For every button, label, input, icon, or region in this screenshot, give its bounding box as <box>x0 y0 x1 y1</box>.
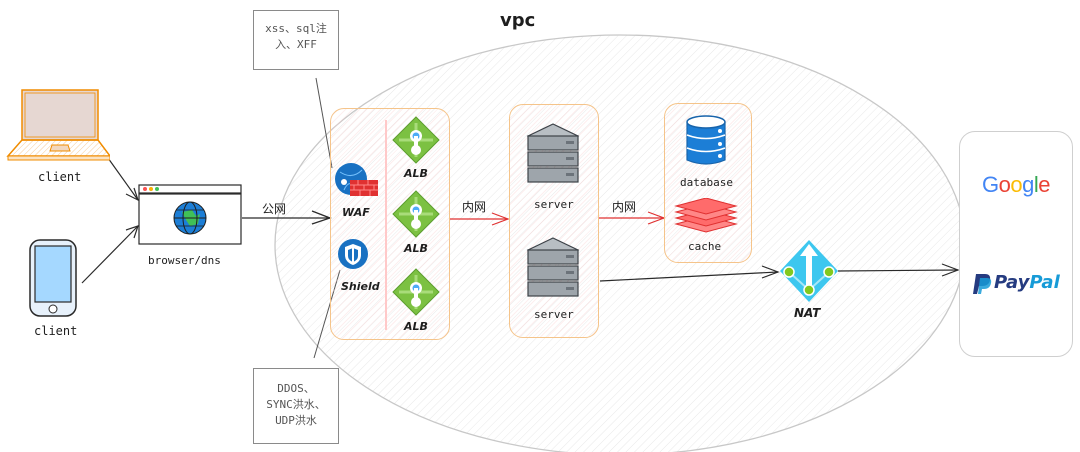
paypal-text-pay: Pay <box>994 272 1030 293</box>
client-phone-label: client <box>34 324 78 338</box>
browser-label: browser/dns <box>148 254 221 267</box>
alb-node-1[interactable] <box>392 116 440 164</box>
cache-node[interactable] <box>674 197 738 234</box>
nat-icon <box>780 240 838 302</box>
server-label-2: server <box>534 308 574 321</box>
external-services <box>959 131 1073 357</box>
waf-node[interactable] <box>334 162 378 196</box>
paypal-text-pal: Pal <box>1029 272 1060 293</box>
database-node[interactable] <box>684 114 728 168</box>
browser-window[interactable] <box>138 184 242 246</box>
alb-icon <box>392 190 440 238</box>
alb-icon <box>392 116 440 164</box>
alb-node-3[interactable] <box>392 268 440 316</box>
nat-node[interactable] <box>778 238 840 304</box>
globe-icon <box>173 201 207 235</box>
database-icon <box>686 115 726 165</box>
note-top-line-1: xss、sql注 <box>265 22 327 35</box>
nat-label: NAT <box>794 306 821 320</box>
browser-icon <box>138 184 242 245</box>
phone-icon <box>29 239 77 317</box>
database-label: database <box>680 176 733 189</box>
note-top-connector <box>315 77 333 169</box>
edge-label-internal-1: 内网 <box>462 200 487 214</box>
cache-icon <box>674 197 738 233</box>
arrow-phone-to-browser <box>81 225 139 284</box>
shield-node[interactable] <box>337 238 369 270</box>
note-bottom-connector <box>313 269 341 359</box>
client-phone[interactable] <box>28 238 80 320</box>
note-top-line-2: 入、XFF <box>275 38 317 51</box>
cache-label: cache <box>688 240 722 253</box>
note-bottom-line-1: DDOS、 <box>277 382 315 395</box>
google-letter: o <box>998 172 1011 197</box>
google-letter: e <box>1038 172 1051 197</box>
arrow-laptop-to-browser <box>107 157 140 202</box>
waf-label: WAF <box>342 206 370 219</box>
arrow-server-to-nat <box>599 265 780 282</box>
google-letter: G <box>982 172 999 197</box>
arrow-internal-1 <box>450 212 510 226</box>
vpc-title: vpc <box>500 10 536 31</box>
shield-icon <box>338 239 368 269</box>
firewall-icon <box>350 180 378 196</box>
client-laptop-label: client <box>38 170 82 184</box>
edge-label-public: 公网 <box>262 202 287 216</box>
server-icon <box>526 237 580 297</box>
arrow-nat-to-external <box>837 263 960 277</box>
waf-icon <box>335 163 378 196</box>
storage-group <box>664 103 752 263</box>
alb-label-1: ALB <box>404 167 428 180</box>
laptop-icon <box>6 89 112 161</box>
alb-label-3: ALB <box>404 320 428 333</box>
alb-icon <box>392 268 440 316</box>
server-node-1[interactable] <box>526 122 580 192</box>
google-letter: l <box>1033 172 1039 197</box>
client-laptop[interactable] <box>6 88 112 162</box>
note-shield-threats: DDOS、 SYNC洪水、 UDP洪水 <box>253 368 339 444</box>
google-letter: o <box>1010 172 1023 197</box>
paypal-icon <box>973 274 992 294</box>
note-waf-threats: xss、sql注 入、XFF <box>253 10 339 70</box>
alb-label-2: ALB <box>404 242 428 255</box>
note-bottom-line-2: SYNC洪水、 <box>266 398 326 411</box>
google-logo[interactable]: Google <box>982 172 1051 198</box>
alb-node-2[interactable] <box>392 190 440 238</box>
note-bottom-line-3: UDP洪水 <box>275 414 317 427</box>
server-icon <box>526 123 580 183</box>
google-letter: g <box>1022 172 1034 197</box>
server-label-1: server <box>534 198 574 211</box>
group-divider <box>385 120 387 330</box>
paypal-logo[interactable]: PayPal <box>972 271 1072 297</box>
shield-label: Shield <box>341 280 380 293</box>
server-node-2[interactable] <box>526 236 580 306</box>
edge-label-internal-2: 内网 <box>612 200 637 214</box>
